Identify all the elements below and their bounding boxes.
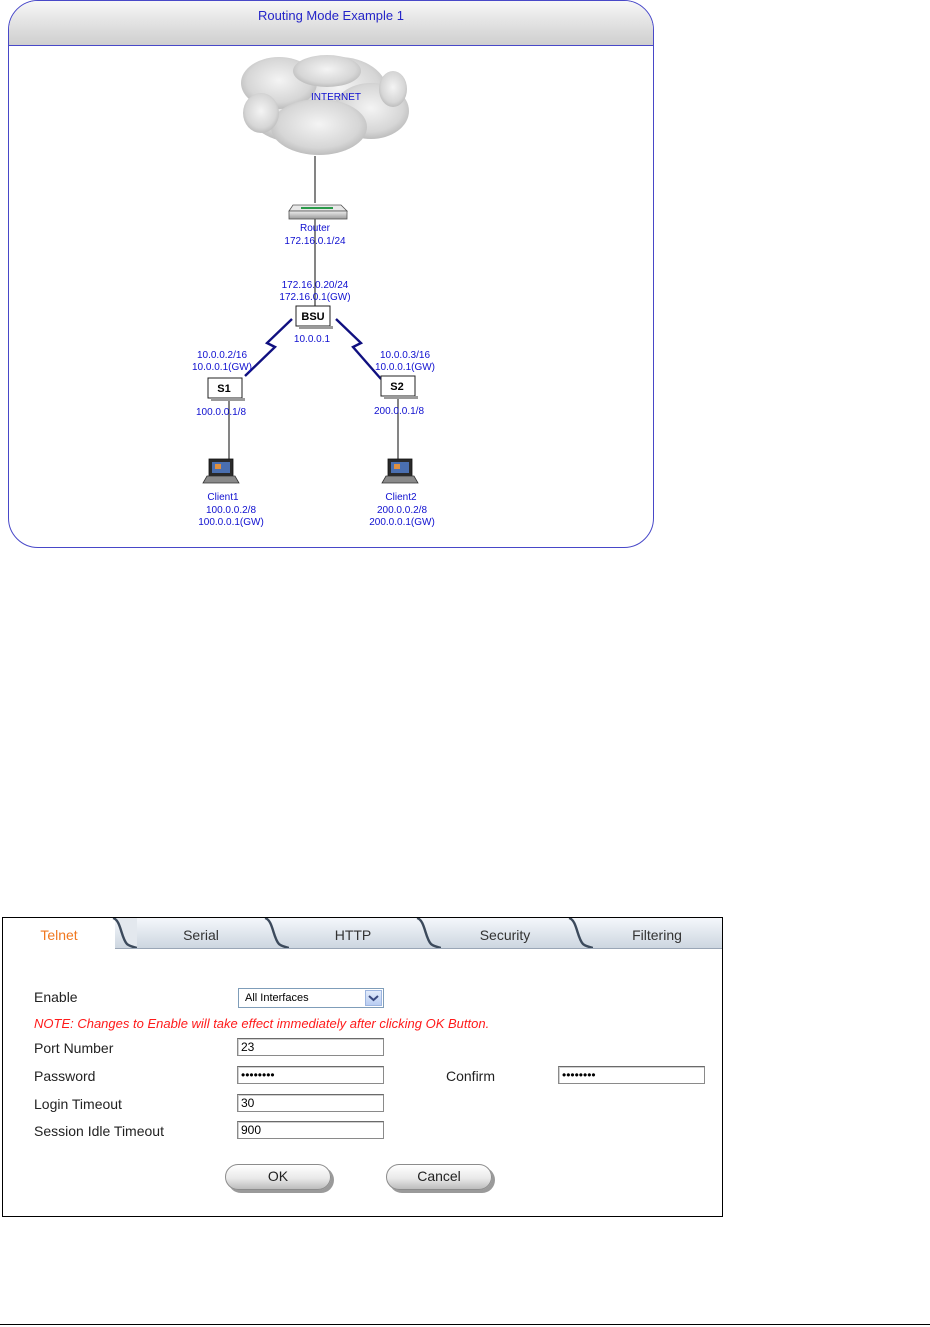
diagram-panel: Routing Mode Example 1 [8, 0, 654, 548]
port-number-label: Port Number [34, 1040, 114, 1056]
bsu-gw-upper: 172.16.0.1(GW) [279, 292, 350, 303]
s1-lan-ip: 100.0.0.1/8 [196, 407, 246, 418]
s1-gw: 10.0.0.1(GW) [192, 362, 252, 373]
diagram-title: Routing Mode Example 1 [258, 8, 404, 23]
bsu-ip-lower: 10.0.0.1 [294, 334, 331, 345]
password-input[interactable] [237, 1066, 384, 1084]
chevron-down-icon [368, 995, 379, 1002]
page-bottom-rule [0, 1324, 930, 1325]
s1-box-shadow [211, 398, 245, 401]
login-timeout-input[interactable] [237, 1094, 384, 1112]
session-idle-timeout-input[interactable] [237, 1121, 384, 1139]
login-timeout-label: Login Timeout [34, 1096, 122, 1112]
client2-laptop-icon [381, 458, 419, 484]
tab-http[interactable]: HTTP [289, 918, 417, 948]
enable-select-arrow[interactable] [365, 990, 382, 1006]
tab-serial[interactable]: Serial [137, 918, 265, 948]
s1-name: S1 [217, 383, 230, 395]
ok-button[interactable]: OK [225, 1164, 331, 1190]
bsu-box-shadow [299, 326, 333, 329]
internet-label: INTERNET [311, 92, 361, 103]
router-name: Router [300, 223, 331, 234]
bsu-ip-upper: 172.16.0.20/24 [282, 280, 349, 291]
s2-gw: 10.0.0.1(GW) [375, 362, 435, 373]
diagram-header: Routing Mode Example 1 [9, 1, 653, 46]
s2-name: S2 [390, 381, 403, 393]
tab-telnet-label: Telnet [40, 927, 78, 943]
enable-note: NOTE: Changes to Enable will take effect… [34, 1016, 490, 1031]
client2-name: Client2 [385, 492, 417, 503]
internet-cloud-icon [241, 55, 409, 155]
tab-separator [568, 918, 593, 948]
tab-security[interactable]: Security [441, 918, 569, 948]
client1-ip: 100.0.0.2/8 [206, 505, 256, 516]
s1-ip: 10.0.0.2/16 [197, 350, 247, 361]
enable-select-value: All Interfaces [245, 992, 309, 1004]
confirm-label: Confirm [446, 1068, 496, 1084]
bsu-name: BSU [301, 311, 324, 323]
tab-security-label: Security [479, 927, 531, 943]
tab-separator [264, 918, 289, 948]
wireless-link-bsu-s1 [244, 318, 293, 377]
cancel-button[interactable]: Cancel [386, 1164, 492, 1190]
s2-box-shadow [384, 396, 418, 399]
client1-gw: 100.0.0.1(GW) [198, 517, 264, 528]
port-number-input[interactable] [237, 1038, 384, 1056]
router-icon [288, 204, 348, 220]
connection-lines [228, 156, 399, 459]
enable-select[interactable]: All Interfaces [238, 988, 384, 1008]
tab-serial-label: Serial [183, 927, 219, 943]
client1-name: Client1 [207, 492, 239, 503]
password-label: Password [34, 1068, 96, 1084]
confirm-password-input[interactable] [558, 1066, 705, 1084]
client1-laptop-icon [202, 458, 240, 484]
tab-separator [112, 918, 137, 948]
tab-separator [416, 918, 441, 948]
tab-telnet[interactable]: Telnet [3, 918, 115, 949]
network-diagram: INTERNET Router 172.16.0.1/24 172.16.0.2… [192, 55, 435, 528]
session-idle-timeout-label: Session Idle Timeout [34, 1123, 164, 1139]
tab-http-label: HTTP [334, 927, 372, 943]
tab-bar: Telnet Serial HTTP Security Filtering [3, 918, 722, 949]
telnet-config-panel: Telnet Serial HTTP Security Filtering En… [2, 917, 723, 1217]
s2-ip: 10.0.0.3/16 [380, 350, 430, 361]
wireless-link-bsu-s2 [335, 318, 382, 380]
client2-ip: 200.0.0.2/8 [377, 505, 427, 516]
s2-lan-ip: 200.0.0.1/8 [374, 406, 424, 417]
router-ip: 172.16.0.1/24 [284, 236, 346, 247]
tab-filtering[interactable]: Filtering [593, 918, 721, 948]
client2-gw: 200.0.0.1(GW) [369, 517, 435, 528]
enable-label: Enable [34, 989, 78, 1005]
tab-filtering-label: Filtering [632, 927, 682, 943]
